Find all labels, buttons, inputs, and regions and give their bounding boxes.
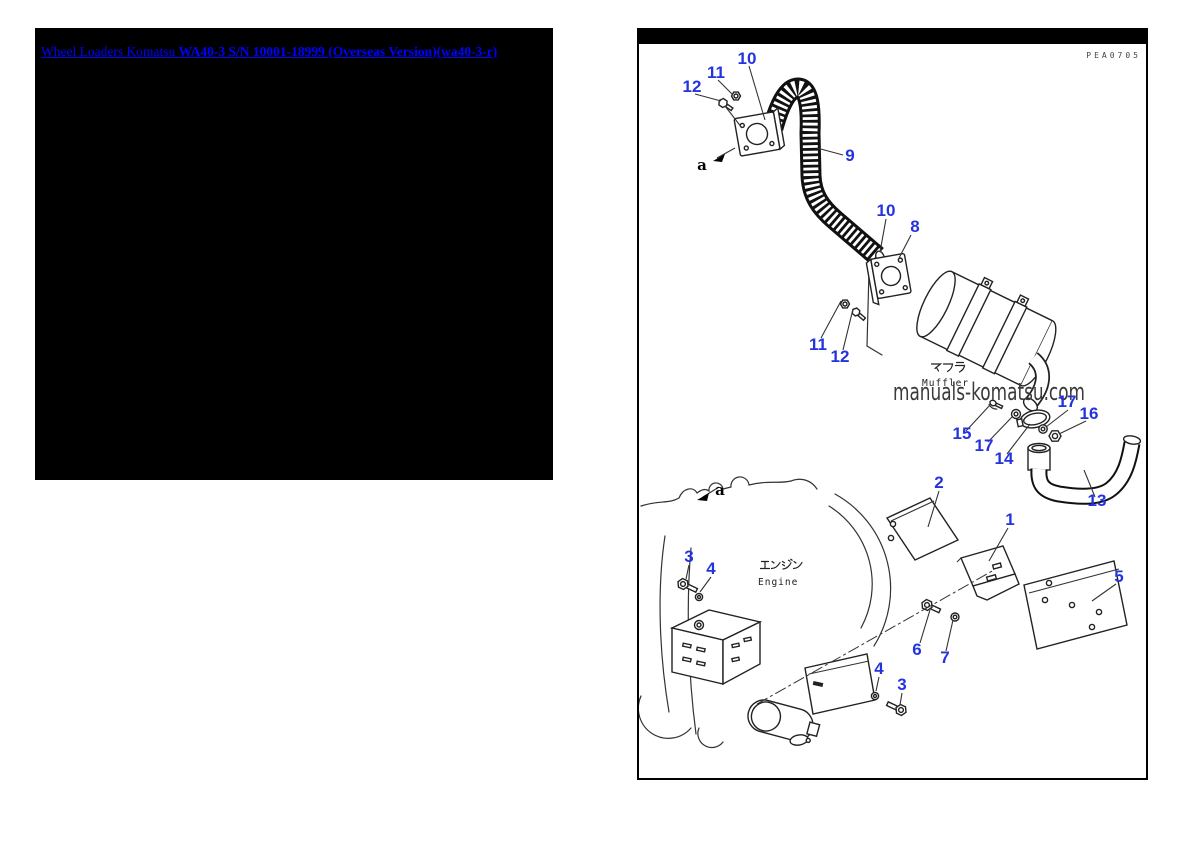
muffler-parts-diagram: マフラ Muffler エンジン Engine manuals-komatsu.… [639,49,1142,749]
catalog-link-model: WA40-3 S/N 10001-18999 (Overseas Version… [178,44,498,59]
view-arrow-top [713,147,736,162]
callout-10: 10 [877,201,896,220]
callout-a: a [715,481,725,499]
callout-4: 4 [706,559,716,578]
washer-17-right [1038,424,1048,434]
callout-11: 11 [809,335,827,354]
engine-label-en: Engine [758,577,798,588]
tail-pipe [1027,435,1142,505]
bracket-1 [956,545,1020,601]
callout-6: 6 [912,640,921,659]
callout-3: 3 [684,547,693,566]
callout-3: 3 [897,675,906,694]
callout-12: 12 [683,77,702,96]
callout-16: 16 [1080,404,1099,423]
flex-exhaust-hose [762,77,885,264]
leader-lines [685,65,1117,706]
callout-17: 17 [975,436,994,455]
bolt-12-top [718,97,734,112]
callout-7: 7 [940,648,949,667]
callout-2: 2 [934,473,943,492]
bolt-6 [921,598,942,614]
upper-flange [733,106,786,157]
bolt-3-right [885,700,907,717]
page-code: PEA0705 [1086,51,1141,60]
muffler-body [916,270,1057,412]
callout-12: 12 [831,347,850,366]
callout-11: 11 [707,63,725,82]
callout-8: 8 [910,217,919,236]
engine-cylinder-part [747,699,821,742]
bolt-3-left [677,577,699,594]
callout-13: 13 [1088,491,1107,510]
parts-diagram-panel: PEA0705 [637,28,1148,780]
washer-7 [950,612,960,622]
heat-shield-plate [804,653,876,715]
callout-9: 9 [845,146,854,165]
muffler-label-jp: マフラ [930,361,966,373]
callout-a: a [697,156,707,174]
flange-bracket-line [866,269,883,356]
callout-1: 1 [1005,510,1014,529]
engine-label-jp: エンジン [759,558,803,570]
bolt-12-mid [851,307,867,322]
mount-bracket [669,609,763,686]
muffler-label-en: Muffler [922,378,969,389]
catalog-link-panel: Wheel Loaders Komatsu WA40-3 S/N 10001-1… [35,28,553,480]
watermark: manuals-komatsu.com [893,378,1085,406]
washer-4-left [694,592,704,602]
nut-11-mid [839,299,851,309]
bracket-plate-2 [885,497,960,561]
washer-17-left [1010,408,1022,420]
catalog-link[interactable]: Wheel Loaders Komatsu WA40-3 S/N 10001-1… [35,28,553,60]
assembly-center-line [756,569,995,705]
nut-16 [1048,430,1062,442]
view-arrow-engine [697,486,720,501]
support-plate-5 [1023,560,1128,650]
nut-11-top [730,91,742,101]
catalog-link-prefix: Wheel Loaders Komatsu [41,44,179,59]
diagram-top-bar [639,28,1146,44]
exhaust-clamp-14 [1015,409,1051,429]
callout-14: 14 [995,449,1014,468]
callout-4: 4 [874,659,884,678]
cylinder-clamp [789,734,811,746]
washer-4-right [870,691,880,701]
callout-17: 17 [1058,392,1077,411]
lower-flange [865,252,912,306]
callout-5: 5 [1114,567,1123,586]
callout-10: 10 [738,49,757,68]
callout-15: 15 [953,424,972,443]
